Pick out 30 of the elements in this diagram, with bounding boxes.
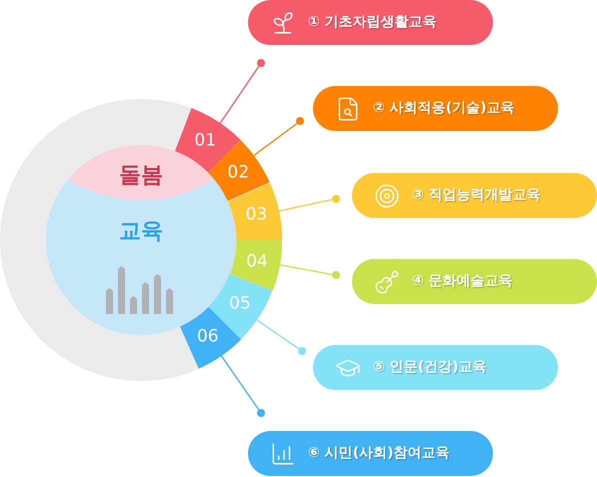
leader-line: [220, 355, 260, 410]
ring-segment: [230, 240, 282, 291]
circle-label: 교육: [119, 218, 163, 246]
category-label: ⑥ 시민(사회)참여교육: [308, 444, 450, 463]
segment-number: 05: [229, 296, 251, 313]
category-pill: [248, 0, 493, 45]
category-pill: [352, 259, 597, 304]
ring-segment: [228, 182, 282, 240]
leader-line: [280, 264, 332, 276]
category-pill: [352, 173, 597, 218]
top-cap-region: [68, 145, 214, 201]
leader-line: [254, 123, 298, 156]
segment-number: 04: [246, 253, 268, 270]
segment-number: 01: [194, 132, 216, 150]
leader-line: [256, 320, 300, 350]
category-pill: [313, 345, 558, 390]
segment-number: 06: [197, 328, 219, 346]
leader-line: [220, 66, 260, 124]
category-pill: [313, 86, 558, 131]
cap-label: 돌봄: [119, 162, 163, 190]
category-pill: [248, 431, 493, 476]
segment-number: 02: [227, 164, 250, 182]
segment-number: 03: [246, 206, 268, 224]
category-label: ⑤ 인문(건강)교육: [373, 358, 487, 377]
category-label: ④ 문화예술교육: [412, 272, 513, 291]
category-label: ① 기초자립생활교육: [308, 13, 437, 32]
category-label: ③ 직업능력개발교육: [412, 186, 541, 205]
ring-segment: [180, 307, 241, 369]
category-label: ② 사회적응(기술)교육: [373, 99, 515, 118]
leader-line: [278, 198, 332, 212]
